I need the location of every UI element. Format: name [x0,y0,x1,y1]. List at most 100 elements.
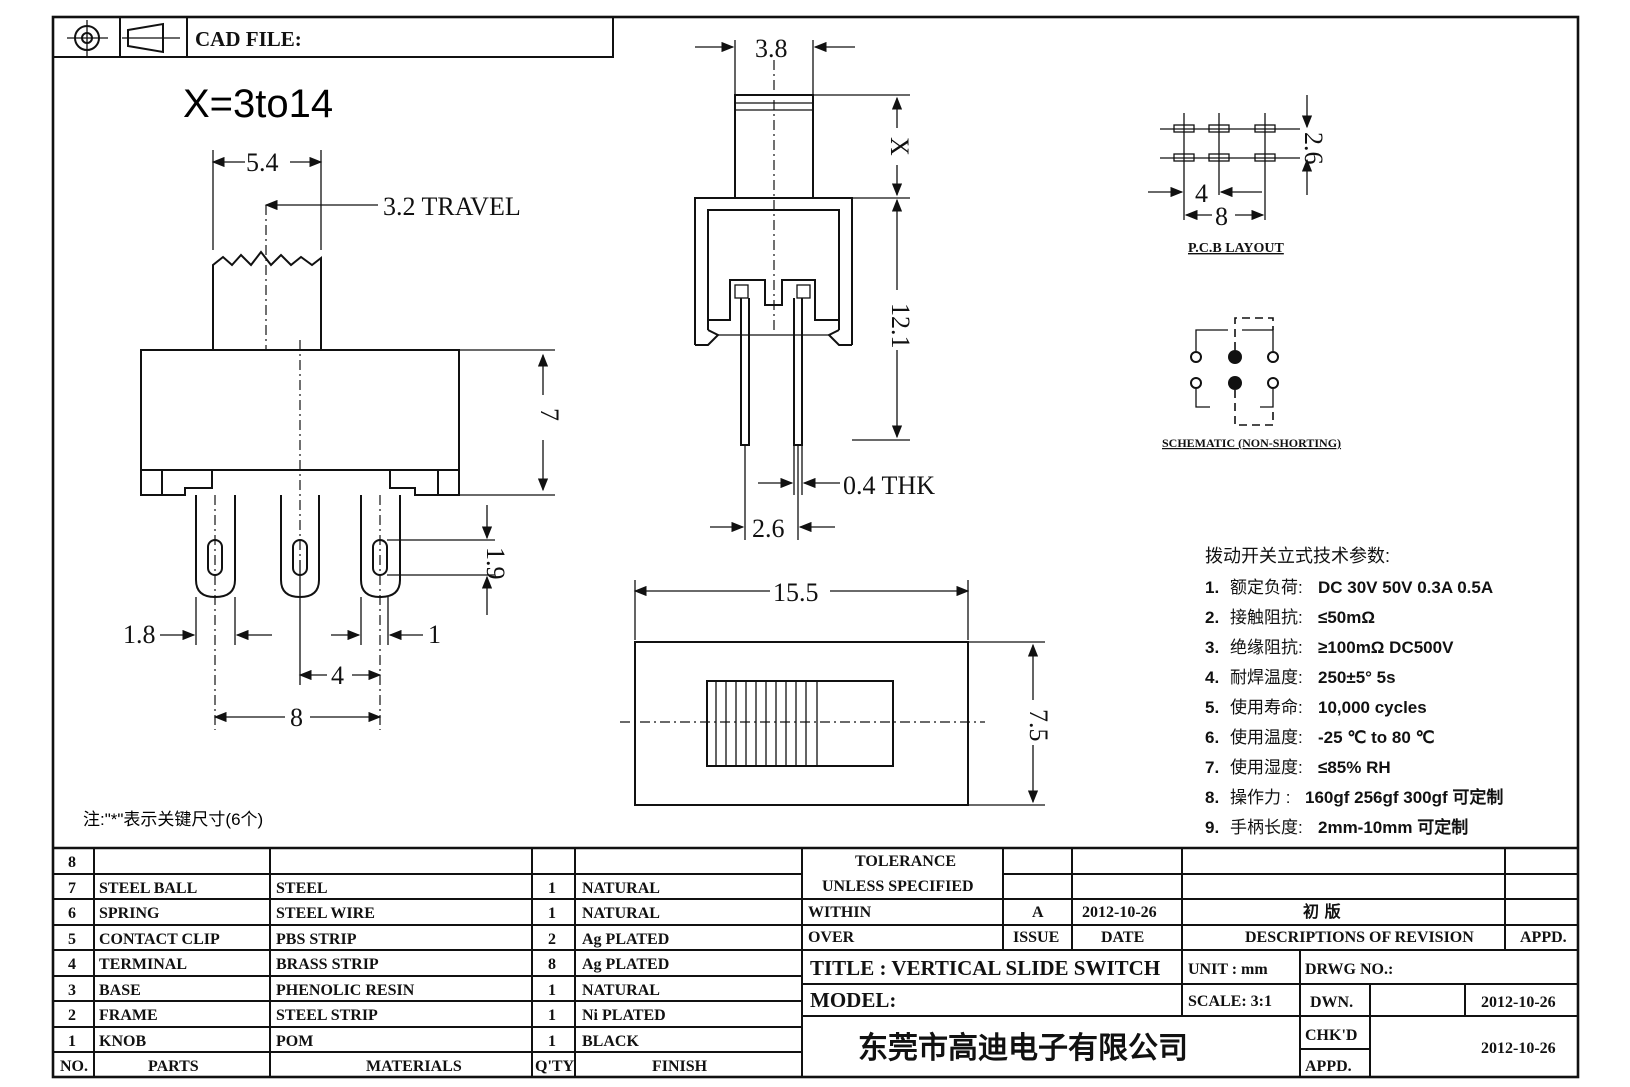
dim-3-8: 3.8 [755,34,788,63]
svg-text:160gf 256gf 300gf 可定制: 160gf 256gf 300gf 可定制 [1305,787,1503,807]
svg-text:2: 2 [548,931,556,948]
svg-text:250±5° 5s: 250±5° 5s [1318,668,1396,687]
spec-item: 4. 耐焊温度: 250±5° 5s [1205,668,1396,687]
pcb-dim-4: 4 [1195,179,1208,208]
svg-text:使用寿命:: 使用寿命: [1230,697,1303,717]
over-label: OVER [808,929,855,946]
svg-text:Q'TY: Q'TY [535,1058,575,1075]
side-view: 5.4 3.2 TRAVEL 7 1.9 [123,148,564,732]
spec-item: 2. 接触阻抗: ≤50mΩ [1205,608,1375,627]
svg-text:2.: 2. [1205,608,1219,627]
dim-1-8: 1.8 [123,620,156,649]
pcb-caption: P.C.B LAYOUT [1188,241,1284,256]
svg-text:PARTS: PARTS [148,1058,199,1075]
knob-ribs [715,681,807,766]
svg-text:≥100mΩ DC500V: ≥100mΩ DC500V [1318,638,1454,657]
within-label: WITHIN [808,904,872,921]
unless-specified-label: UNLESS SPECIFIED [822,878,974,895]
svg-text:FRAME: FRAME [99,1007,158,1024]
title-block: TOLERANCE UNLESS SPECIFIED WITHIN OVER A… [802,848,1578,1077]
svg-text:STEEL WIRE: STEEL WIRE [276,905,375,922]
svg-text:绝缘阻抗:: 绝缘阻抗: [1230,638,1303,657]
spec-item: 7. 使用湿度: ≤85% RH [1205,757,1391,777]
revision-issue: A [1032,904,1044,921]
svg-text:4.: 4. [1205,668,1219,687]
issue-label: ISSUE [1013,929,1059,946]
svg-text:BLACK: BLACK [582,1033,639,1050]
cad-file-label: CAD FILE: [195,27,302,51]
svg-text:MATERIALS: MATERIALS [366,1058,462,1075]
pcb-layout: 2.6 4 8 P.C.B LAYOUT [1148,95,1328,256]
spec-title: 拨动开关立式技术参数: [1205,546,1390,566]
projection-circle-icon [67,20,108,56]
svg-text:1: 1 [548,1007,556,1024]
table-row: 8 [68,854,76,871]
svg-text:NATURAL: NATURAL [582,982,660,999]
key-dimension-note: 注:"*"表示关键尺寸(6个) [83,810,263,829]
thk-label: 0.4 THK [843,471,935,500]
pcb-dim-8: 8 [1215,202,1228,231]
date-label: DATE [1101,929,1144,946]
svg-text:≤50mΩ: ≤50mΩ [1318,608,1375,627]
dim-1: 1 [428,620,441,649]
svg-text:1: 1 [548,1033,556,1050]
svg-text:1: 1 [548,880,556,897]
svg-text:NO.: NO. [60,1058,88,1075]
spec-list: 拨动开关立式技术参数: 1.额定负荷:DC 30V 50V 0.3A 0.5A … [1205,546,1503,837]
appd-label: APPD. [1520,929,1567,946]
svg-text:使用湿度:: 使用湿度: [1230,757,1303,777]
svg-text:5: 5 [68,931,76,948]
spec-item: 8.操作力 :160gf 256gf 300gf 可定制 [1205,787,1503,807]
svg-text:接触阻抗:: 接触阻抗: [1230,608,1303,627]
svg-text:手柄长度:: 手柄长度: [1230,818,1303,837]
svg-text:POM: POM [276,1033,313,1050]
svg-text:BRASS STRIP: BRASS STRIP [276,956,379,973]
model-label: MODEL: [810,988,896,1012]
top-view: 15.5 7.5 [620,578,1053,806]
travel-label: 3.2 TRAVEL [383,192,521,221]
dim-7: 7 [535,408,564,421]
schematic: SCHEMATIC (NON-SHORTING) [1162,317,1341,450]
svg-text:4: 4 [68,956,76,973]
svg-text:STEEL BALL: STEEL BALL [99,880,197,897]
svg-text:≤85% RH: ≤85% RH [1318,758,1391,777]
svg-text:1: 1 [548,905,556,922]
svg-text:8: 8 [548,956,556,973]
svg-text:3.: 3. [1205,638,1219,657]
unit-label: UNIT : mm [1188,961,1268,978]
svg-text:8: 8 [68,854,76,871]
drawn-label: DWN. [1310,994,1353,1011]
dim-12-1: 12.1 [886,303,915,349]
svg-text:7.: 7. [1205,758,1219,777]
checked-date: 2012-10-26 [1481,1040,1556,1057]
spec-item: 6.使用温度:-25 ℃ to 80 ℃ [1205,727,1435,747]
svg-text:Ag PLATED: Ag PLATED [582,956,669,973]
revision-date: 2012-10-26 [1082,904,1157,921]
svg-text:6.: 6. [1205,728,1219,747]
front-view: 3.8 X 12.1 0.4 THK [694,34,935,543]
svg-text:Ag PLATED: Ag PLATED [582,931,669,948]
dim-4: 4 [331,661,344,690]
svg-text:1: 1 [548,982,556,999]
svg-text:STEEL STRIP: STEEL STRIP [276,1007,378,1024]
schematic-caption: SCHEMATIC (NON-SHORTING) [1162,436,1341,450]
descriptions-label: DESCRIPTIONS OF REVISION [1245,929,1474,946]
svg-text:-25 ℃ to 80 ℃: -25 ℃ to 80 ℃ [1318,728,1435,747]
approved-label: APPD. [1305,1058,1352,1075]
pcb-dim-2-6: 2.6 [1299,132,1328,165]
drawing-title: TITLE : VERTICAL SLIDE SWITCH [810,956,1160,980]
svg-text:额定负荷:: 额定负荷: [1230,578,1303,597]
svg-text:1: 1 [68,1033,76,1050]
svg-text:PBS STRIP: PBS STRIP [276,931,357,948]
dim-8: 8 [290,703,303,732]
svg-text:耐焊温度:: 耐焊温度: [1230,668,1303,687]
terminal-pins [195,495,401,730]
svg-text:SPRING: SPRING [99,905,160,922]
